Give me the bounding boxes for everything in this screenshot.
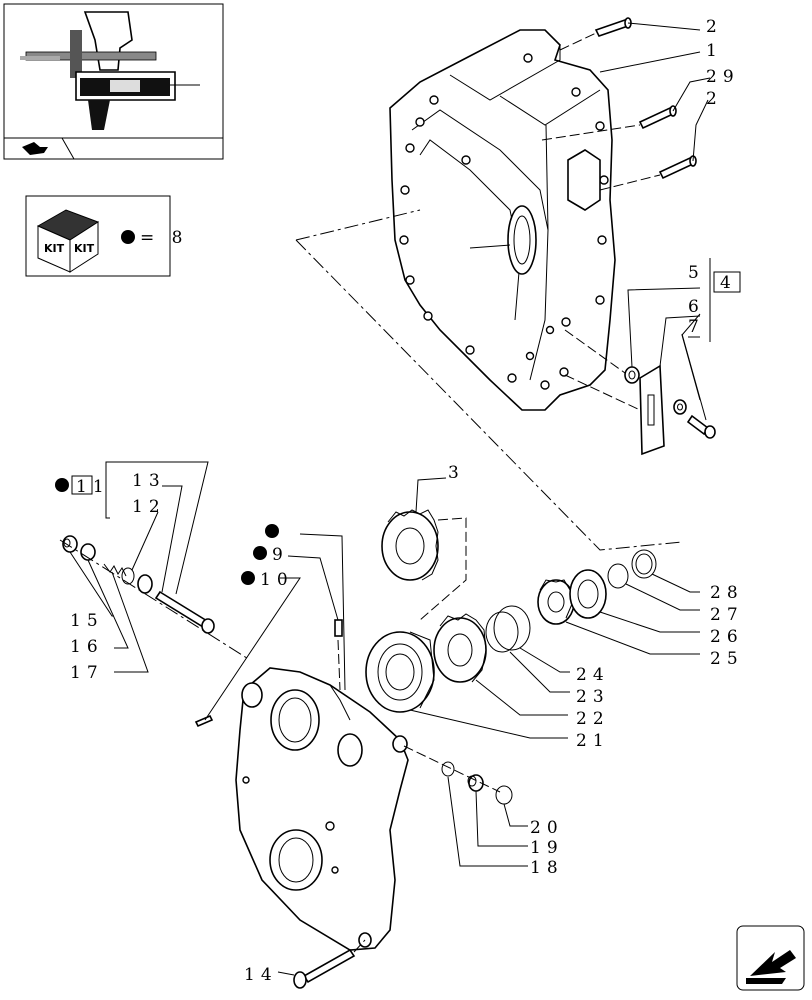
callout-labels: 2 1 29 2 5 4 6 7 3 11 13 12 9 10 15 16 1… bbox=[55, 17, 744, 985]
callout-11: 11 bbox=[76, 477, 110, 497]
kit-equals-text: = 8 bbox=[140, 228, 188, 248]
kit-label-right: KIT bbox=[74, 242, 95, 255]
lower-cover bbox=[235, 667, 409, 951]
callout-18: 18 bbox=[530, 858, 564, 878]
callout-17: 17 bbox=[70, 663, 104, 683]
arrow-icon bbox=[22, 142, 48, 155]
cap-part-15 bbox=[62, 535, 78, 553]
callout-25: 25 bbox=[710, 649, 744, 669]
kit-bullet-icon bbox=[253, 546, 267, 560]
callout-10: 10 bbox=[260, 570, 294, 590]
callout-29: 29 bbox=[706, 67, 740, 87]
pin-part-9 bbox=[334, 619, 343, 637]
bolt-part-14 bbox=[293, 948, 356, 989]
bearing-part-26 bbox=[569, 569, 607, 619]
callout-3: 3 bbox=[448, 463, 465, 483]
snap-ring-part-24 bbox=[493, 605, 531, 651]
callout-6: 6 bbox=[688, 297, 705, 317]
callout-26: 26 bbox=[710, 627, 744, 647]
callout-2-lower: 2 bbox=[706, 89, 723, 109]
callout-2-top: 2 bbox=[706, 17, 723, 37]
callout-9: 9 bbox=[272, 545, 289, 565]
callout-14: 14 bbox=[244, 965, 278, 985]
main-housing bbox=[389, 29, 616, 411]
gear-part-3 bbox=[381, 509, 439, 581]
callout-20: 20 bbox=[530, 818, 564, 838]
assembly-thumbnail-panel[interactable] bbox=[3, 3, 224, 160]
assembly-thumbnail-icon bbox=[20, 11, 200, 130]
valve-stem-part-13 bbox=[154, 590, 215, 634]
callout-1: 1 bbox=[706, 41, 723, 61]
pin-part-10 bbox=[194, 714, 214, 728]
next-page-arrow-icon[interactable] bbox=[736, 925, 805, 991]
callout-16: 16 bbox=[70, 637, 104, 657]
seal-ring-part-5 bbox=[624, 366, 640, 384]
callout-19: 19 bbox=[530, 838, 564, 858]
ring-part-27 bbox=[607, 563, 629, 589]
kit-bullet-icon bbox=[265, 524, 279, 538]
callout-5: 5 bbox=[688, 263, 705, 283]
bolt-part-29 bbox=[638, 105, 677, 130]
gear-part-22 bbox=[433, 613, 487, 683]
callout-24: 24 bbox=[576, 665, 610, 685]
callout-4: 4 bbox=[720, 273, 737, 293]
bolt-part-2-top bbox=[594, 17, 632, 37]
ring-part-28 bbox=[631, 549, 657, 579]
callout-28: 28 bbox=[710, 583, 744, 603]
callout-27: 27 bbox=[710, 605, 744, 625]
kit-box-icon: KIT KIT bbox=[36, 209, 100, 273]
gear-part-25 bbox=[537, 579, 575, 625]
callout-23: 23 bbox=[576, 687, 610, 707]
bolt-part-2-lower bbox=[658, 155, 697, 180]
ring-part-12b bbox=[121, 567, 135, 585]
kit-legend: KIT KIT = 8 bbox=[25, 195, 188, 277]
kit-bullet-icon bbox=[241, 571, 255, 585]
ring-part-18 bbox=[441, 761, 455, 777]
bearing-part-21 bbox=[365, 631, 435, 713]
callout-21: 21 bbox=[576, 731, 610, 751]
kit-bullet-icon bbox=[121, 230, 135, 244]
callout-12: 12 bbox=[132, 497, 166, 517]
kit-bullet-icon bbox=[55, 478, 69, 492]
spacer-part-23 bbox=[485, 611, 519, 653]
washer-part-6 bbox=[673, 399, 687, 415]
callout-22: 22 bbox=[576, 709, 610, 729]
callout-13: 13 bbox=[132, 471, 166, 491]
bolt-part-7 bbox=[686, 414, 716, 439]
callout-15: 15 bbox=[70, 611, 104, 631]
snap-ring-part-20 bbox=[495, 785, 513, 805]
plate-part-4 bbox=[639, 364, 665, 456]
kit-label-left: KIT bbox=[44, 242, 65, 255]
seal-part-12 bbox=[137, 574, 153, 594]
callout-7: 7 bbox=[688, 317, 705, 337]
